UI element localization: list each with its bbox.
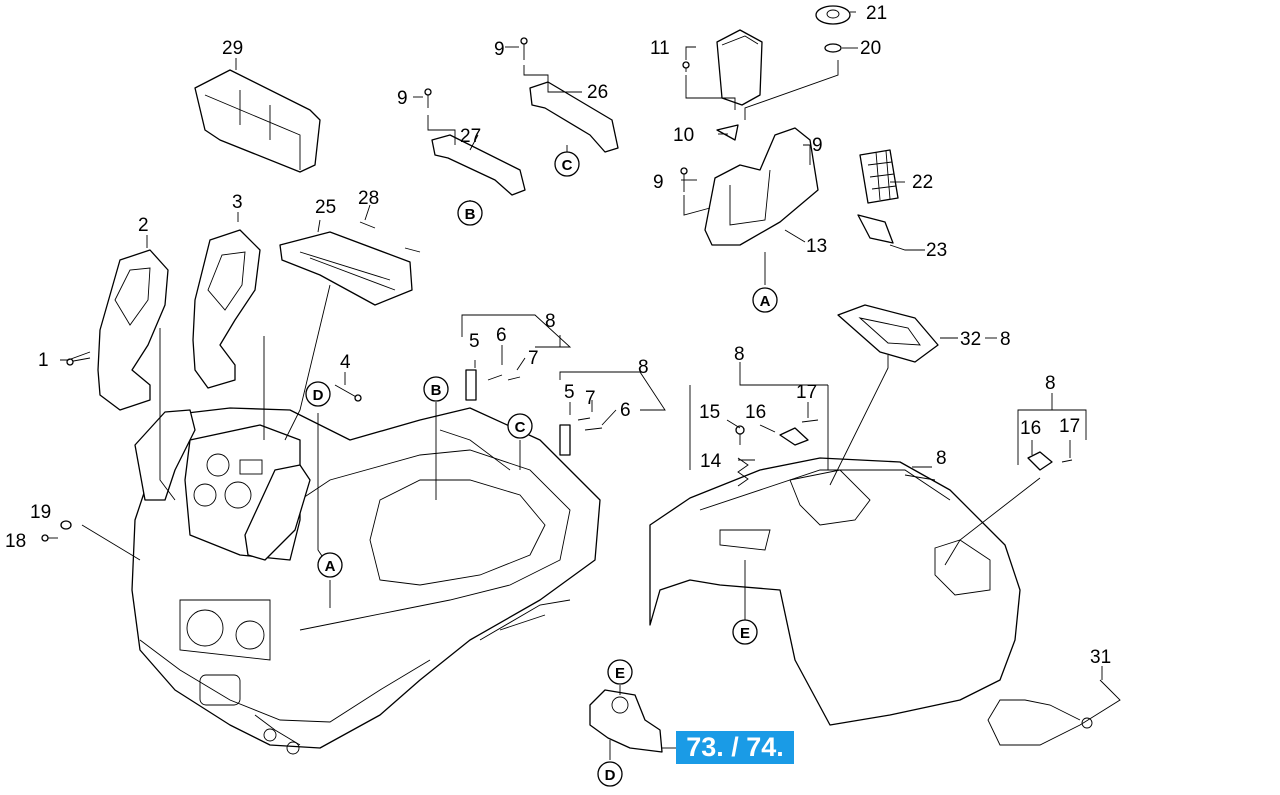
label-21: 21 [866,3,887,24]
connector-label: A [760,293,771,310]
label-8-a: 8 [545,311,556,332]
label-2: 2 [138,215,149,236]
part-23-clip [857,214,894,244]
part-3-handle [192,229,261,389]
label-22: 22 [912,172,933,193]
connector-label: B [465,206,476,223]
connector-d-sensor: D [597,761,623,787]
connector-label: A [325,558,336,575]
label-14: 14 [700,451,722,472]
label-13: 13 [806,236,827,257]
part-number-labels: 29 28 25 9 9 26 27 11 21 20 10 9 9 22 23… [5,3,1111,668]
label-16-b: 16 [1020,418,1041,439]
connector-label: C [562,157,573,174]
control-panel [134,409,311,561]
connector-label: D [313,387,324,404]
part-25-cover [279,231,413,306]
label-7-a: 7 [528,348,539,369]
label-16-a: 16 [745,402,766,423]
label-25: 25 [315,197,336,218]
label-9-right: 9 [812,135,823,156]
connector-label: E [740,625,750,642]
label-11: 11 [650,38,670,59]
label-20: 20 [860,38,881,59]
part-31-cable [987,679,1121,746]
connector-b-base: B [423,376,449,402]
part-22-panel [859,149,899,204]
part-32-frame [837,304,939,363]
connector-e-sensor: E [607,659,633,685]
connector-a-base: A [317,552,343,578]
part-20-seal-ring [824,43,842,53]
label-17-a: 17 [796,382,817,403]
leader-lines [60,11,1103,760]
label-10: 10 [673,125,694,146]
label-4: 4 [340,352,351,373]
label-23: 23 [926,240,947,261]
connector-e-hood: E [732,619,758,645]
part-11-tank [716,29,763,106]
label-6-a: 6 [496,325,507,346]
connector-label: B [431,382,442,399]
part-21-cap [815,5,851,25]
label-9-mid: 9 [653,172,664,193]
label-18: 18 [5,531,26,552]
connector-d-base: D [305,381,331,407]
label-27: 27 [460,126,481,147]
label-9-top: 9 [494,39,505,60]
part-2-handle [97,249,169,411]
connector-a-holder: A [752,287,778,313]
label-26: 26 [587,82,608,103]
connector-label: E [615,665,625,682]
fasteners [41,37,1073,542]
reference-link-73-74[interactable]: 73. / 74. [676,731,794,764]
label-1: 1 [38,350,49,371]
label-32: 32 [960,329,981,350]
label-19: 19 [30,502,51,523]
connector-c-bracket: C [554,151,580,177]
label-8-b: 8 [638,357,649,378]
connector-label: C [515,419,526,436]
label-17-b: 17 [1059,416,1080,437]
label-7-b: 7 [585,388,596,409]
label-6-b: 6 [620,400,631,421]
label-29: 29 [222,38,243,59]
part-sensor-unit [589,689,663,753]
label-28: 28 [358,188,379,209]
upper-hood [649,457,1021,726]
connector-c-base: C [507,413,533,439]
part-13-holder [704,127,819,246]
part-29-tray [194,69,321,173]
label-8-f: 8 [936,448,947,469]
label-8-d: 8 [1000,329,1011,350]
label-5-b: 5 [564,382,575,403]
label-3: 3 [232,192,243,213]
label-15: 15 [699,402,720,423]
connector-label: D [605,767,616,784]
connector-b-bracket: B [457,200,483,226]
part-26-bracket [529,81,619,153]
part-27-bracket [431,134,526,196]
label-31: 31 [1090,647,1111,668]
label-5-a: 5 [469,331,480,352]
label-8-c: 8 [734,344,745,365]
label-8-e: 8 [1045,373,1056,394]
label-9-left: 9 [397,88,408,109]
